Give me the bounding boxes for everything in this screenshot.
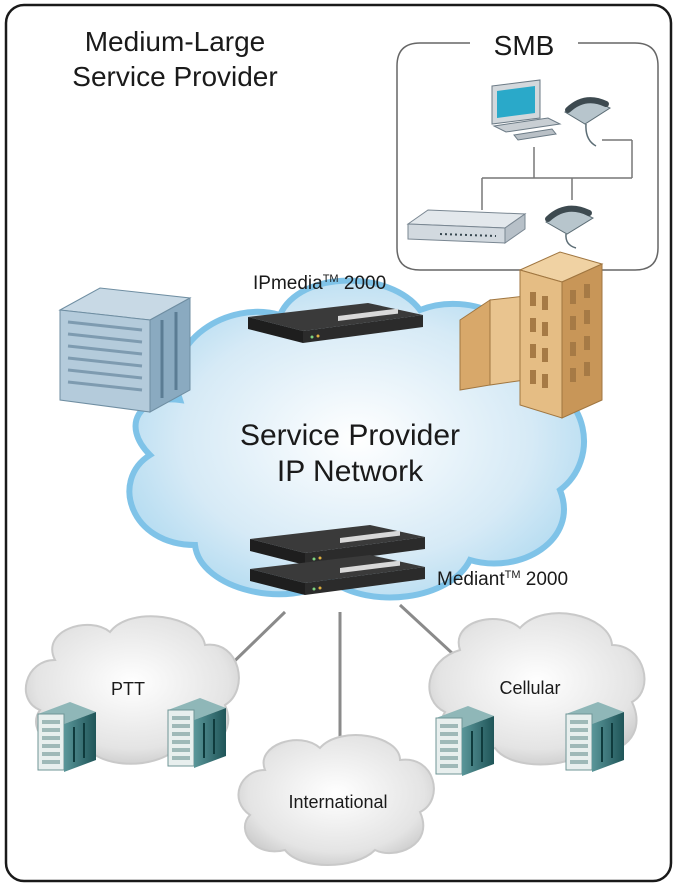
- telecom-switch-icon: [565, 701, 625, 773]
- international-cloud: International: [237, 734, 435, 866]
- telecom-switch-icon: [167, 697, 227, 769]
- ethernet-switch-icon: [406, 209, 527, 244]
- ptt-label: PTT: [111, 679, 145, 699]
- title-line-1: Medium-Large: [85, 26, 266, 57]
- smb-label: SMB: [494, 30, 555, 61]
- cellular-label: Cellular: [499, 678, 560, 698]
- cellular-cloud: Cellular: [428, 612, 646, 777]
- phone-icon: [545, 205, 595, 249]
- mediant-label: MediantTM 2000: [437, 569, 568, 590]
- ipmedia-label: IPmediaTM 2000: [253, 273, 386, 294]
- cloud-label-line-1: Service Provider: [240, 419, 460, 452]
- international-label: International: [288, 792, 387, 812]
- title-line-2: Service Provider: [72, 61, 277, 92]
- server-cabinet-icon: [58, 287, 192, 413]
- building-icon: [459, 251, 604, 419]
- pc-icon: [491, 79, 562, 141]
- telecom-switch-icon: [435, 705, 495, 777]
- cloud-label-line-2: IP Network: [277, 455, 424, 488]
- smb-site: SMB: [396, 30, 659, 271]
- phone-icon: [564, 97, 612, 147]
- ptt-cloud: PTT: [24, 615, 240, 773]
- telecom-switch-icon: [37, 701, 97, 773]
